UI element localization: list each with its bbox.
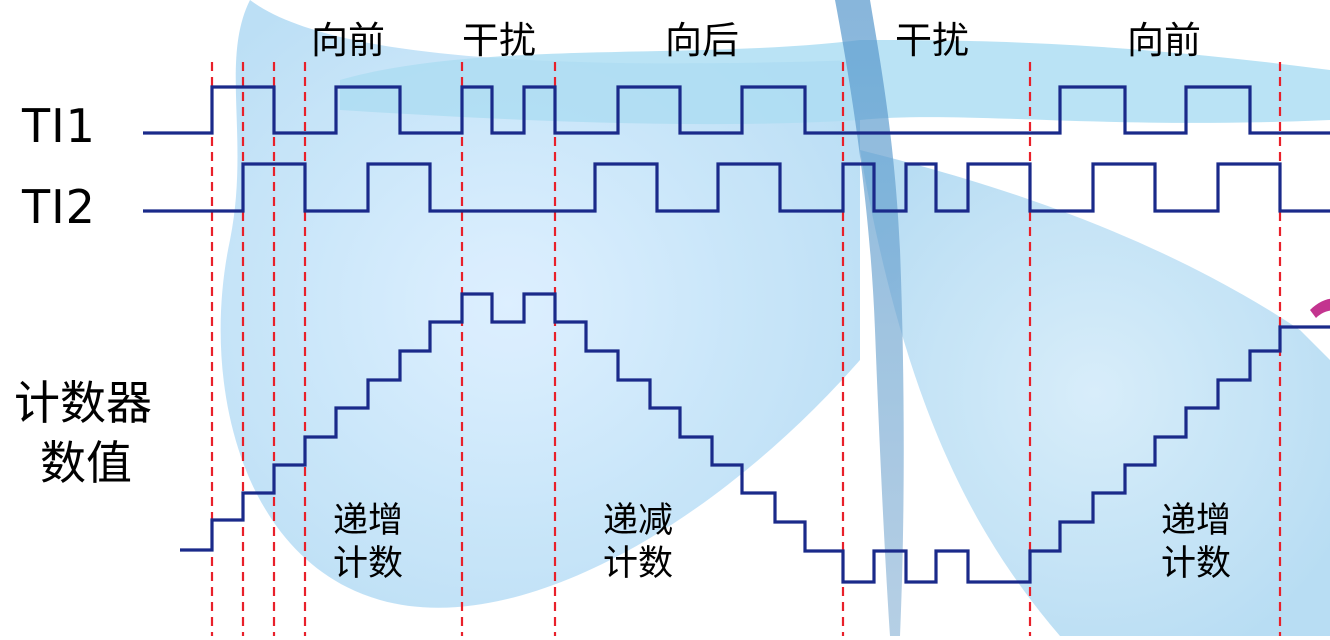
mode-label-increment-1: 递增 计数 xyxy=(313,500,423,586)
counter-label-line2: 数值 xyxy=(40,436,132,490)
mode-line-1: 递减 xyxy=(602,501,673,541)
counter-label-line1: 计数器 xyxy=(14,376,152,430)
mode-line-2: 计数 xyxy=(602,544,673,584)
background-stem xyxy=(835,0,904,636)
waveforms xyxy=(143,85,1330,584)
mode-label-increment-2: 递增 计数 xyxy=(1141,500,1251,586)
ti2-waveform xyxy=(143,162,1330,213)
background-wing-top xyxy=(340,40,1330,125)
background-curl xyxy=(1310,298,1330,318)
ti1-waveform xyxy=(143,85,1330,135)
phase-label-interference-2: 干扰 xyxy=(895,19,969,62)
background-wing-right xyxy=(860,150,1330,636)
phase-label-forward-2: 向前 xyxy=(1127,19,1201,62)
signal-label-ti2: TI2 xyxy=(22,180,96,234)
background-wing-left xyxy=(220,0,861,608)
phase-label-backward: 向后 xyxy=(665,19,739,62)
mode-line-2: 计数 xyxy=(1160,544,1231,584)
mode-line-1: 递增 xyxy=(1160,501,1231,541)
mode-line-1: 递增 xyxy=(332,501,403,541)
background-decoration xyxy=(220,0,1330,636)
mode-label-decrement: 递减 计数 xyxy=(583,500,693,586)
counter-waveform xyxy=(180,292,1330,584)
mode-line-2: 计数 xyxy=(332,544,403,584)
signal-label-ti1: TI1 xyxy=(22,99,96,153)
phase-label-interference-1: 干扰 xyxy=(462,19,536,62)
phase-label-forward-1: 向前 xyxy=(311,19,385,62)
